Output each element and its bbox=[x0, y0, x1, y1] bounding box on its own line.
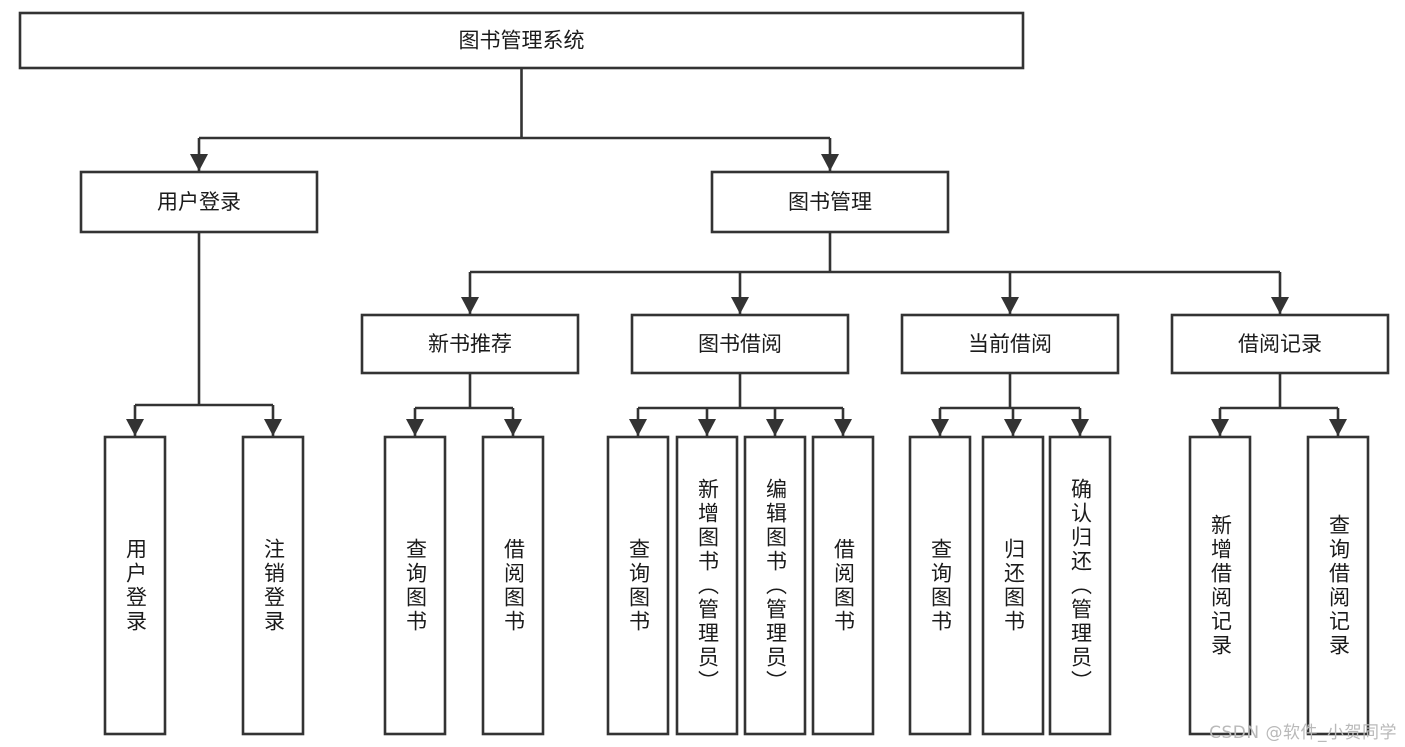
level3-box-3[interactable] bbox=[1170, 313, 1390, 375]
level2-box-1[interactable] bbox=[710, 170, 950, 234]
edges-layer bbox=[126, 68, 1347, 436]
arrow-head-l3-0-0 bbox=[406, 419, 424, 436]
arrow-head-l3-2-2 bbox=[1071, 419, 1089, 436]
arrow-head-l3-1-2 bbox=[766, 419, 784, 436]
level3-box-1[interactable] bbox=[630, 313, 850, 375]
root-label-0: 图书管理系统 bbox=[459, 29, 585, 53]
arrow-head-books-3 bbox=[1271, 297, 1289, 314]
arrow-head-root-0 bbox=[190, 154, 208, 171]
boxes-layer bbox=[18, 11, 1390, 736]
arrow-head-root-1 bbox=[821, 154, 839, 171]
leaf-box-6[interactable] bbox=[743, 435, 807, 736]
arrow-head-l3-3-1 bbox=[1329, 419, 1347, 436]
leaf-box-10[interactable] bbox=[1048, 435, 1112, 736]
leaf-box-7[interactable] bbox=[811, 435, 875, 736]
level3-label-2: 当前借阅 bbox=[968, 332, 1052, 356]
leaf-box-0[interactable] bbox=[103, 435, 167, 736]
leaf-box-12[interactable] bbox=[1306, 435, 1370, 736]
level2-label-1: 图书管理 bbox=[788, 190, 872, 214]
leaf-box-1[interactable] bbox=[241, 435, 305, 736]
arrow-head-l3-2-1 bbox=[1004, 419, 1022, 436]
leaf-box-5[interactable] bbox=[675, 435, 739, 736]
leaf-box-2[interactable] bbox=[383, 435, 447, 736]
arrow-head-l3-1-3 bbox=[834, 419, 852, 436]
arrow-head-l3-1-1 bbox=[698, 419, 716, 436]
leaf-box-8[interactable] bbox=[908, 435, 972, 736]
level3-label-1: 图书借阅 bbox=[698, 332, 782, 356]
arrow-head-books-2 bbox=[1001, 297, 1019, 314]
arrow-head-l3-0-1 bbox=[504, 419, 522, 436]
level2-box-0[interactable] bbox=[79, 170, 319, 234]
arrow-head-login-1 bbox=[264, 419, 282, 436]
level3-label-0: 新书推荐 bbox=[428, 332, 512, 356]
arrow-head-books-0 bbox=[461, 297, 479, 314]
arrow-head-books-1 bbox=[731, 297, 749, 314]
leaf-box-11[interactable] bbox=[1188, 435, 1252, 736]
level3-label-3: 借阅记录 bbox=[1238, 332, 1322, 356]
arrow-head-l3-1-0 bbox=[629, 419, 647, 436]
arrow-head-l3-3-0 bbox=[1211, 419, 1229, 436]
arrow-head-login-0 bbox=[126, 419, 144, 436]
root-box-0[interactable] bbox=[18, 11, 1025, 70]
leaf-box-4[interactable] bbox=[606, 435, 670, 736]
level3-box-0[interactable] bbox=[360, 313, 580, 375]
level3-box-2[interactable] bbox=[900, 313, 1120, 375]
leaf-box-3[interactable] bbox=[481, 435, 545, 736]
arrow-head-l3-2-0 bbox=[931, 419, 949, 436]
level2-label-0: 用户登录 bbox=[157, 190, 241, 214]
leaf-box-9[interactable] bbox=[981, 435, 1045, 736]
